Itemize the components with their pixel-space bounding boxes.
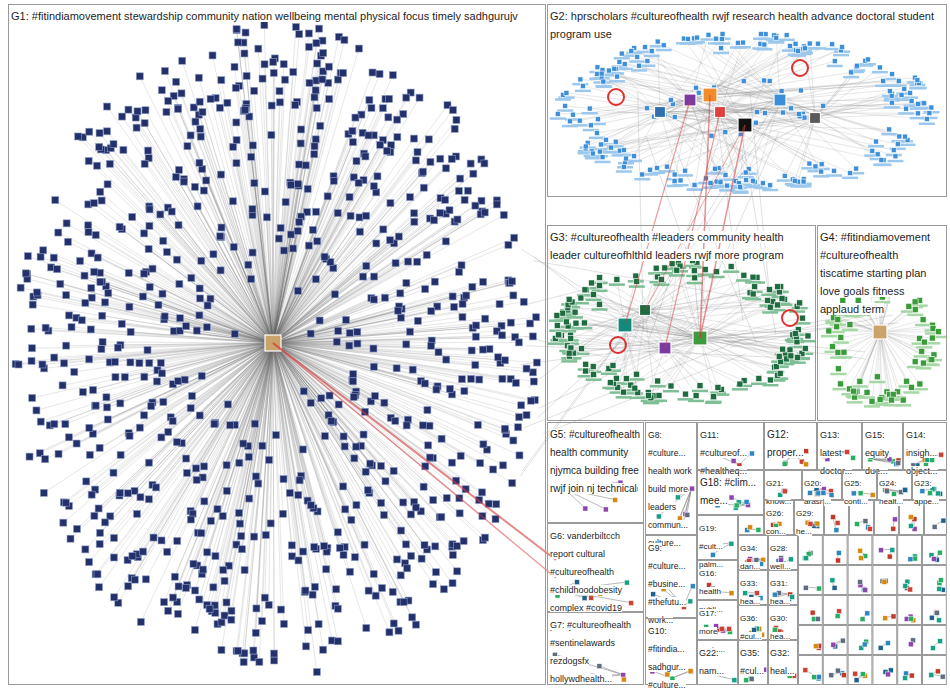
network-graph-canvas: G1: #fitindiamovement stewardship commun…	[0, 0, 950, 688]
